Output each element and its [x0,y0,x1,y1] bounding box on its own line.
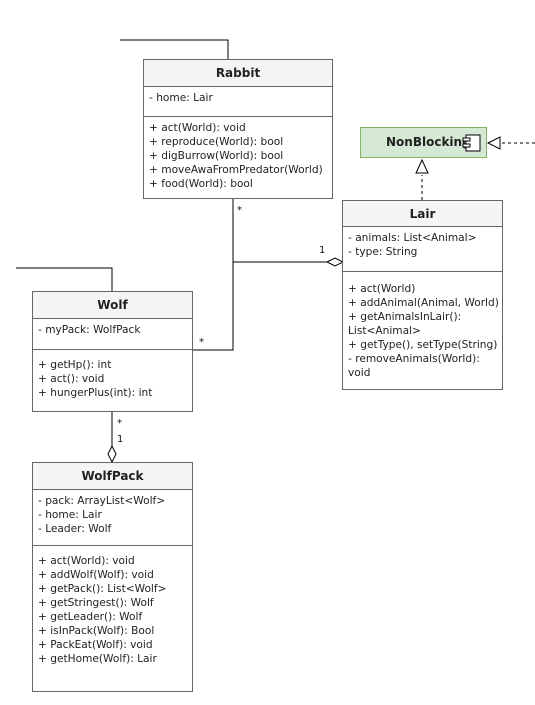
attribute: - myPack: WolfPack [38,324,141,336]
attribute: - home: Lair [38,509,102,521]
rabbit-generalization-line [120,39,229,60]
class-rabbit[interactable]: Rabbit - home: Lair + act(World): void +… [143,59,333,199]
component-nonblocking-name: NonBlocking [386,135,471,149]
attribute: - type: String [348,246,418,258]
class-lair-name: Lair [343,201,502,227]
class-wolfpack-methods: + act(World): void + addWolf(Wolf): void… [33,546,192,666]
method: + addWolf(Wolf): void [38,569,154,581]
lair-realization-arrowhead [415,158,429,174]
multiplicity-wolf-right: * [199,337,204,348]
rabbit-wolf-association-line [193,198,234,351]
lair-aggregation-diamond [325,257,345,267]
method: + moveAwaFromPredator(World) [149,164,323,176]
method: + PackEat(Wolf): void [38,639,153,651]
multiplicity-wolf-bottom: * [117,418,122,429]
class-wolf-attributes: - myPack: WolfPack [33,319,192,350]
class-lair-methods: + act(World) + addAnimal(Animal, World) … [343,272,502,380]
component-icon [462,134,481,152]
method: + getLeader(): Wolf [38,611,143,623]
method: + food(World): bool [149,178,253,190]
method: + addAnimal(Animal, World) [348,297,499,309]
method: + act(): void [38,373,105,385]
class-wolfpack-attributes: - pack: ArrayList<Wolf> - home: Lair - L… [33,490,192,546]
class-wolf-methods: + getHp(): int + act(): void + hungerPlu… [33,350,192,400]
method: + getHp(): int [38,359,112,371]
method: + isInPack(Wolf): Bool [38,625,155,637]
attribute: - animals: List<Animal> [348,232,477,244]
attribute: - Leader: Wolf [38,523,112,535]
method: - removeAnimals(World): void [348,353,480,379]
method: + act(World) [348,283,416,295]
class-lair[interactable]: Lair - animals: List<Animal> - type: Str… [342,200,503,390]
method: + getType(), setType(String) [348,339,498,351]
class-rabbit-name: Rabbit [144,60,332,87]
method: + getPack(): List<Wolf> [38,583,167,595]
wolf-generalization-line [16,267,113,292]
class-wolfpack-name: WolfPack [33,463,192,490]
method: + getStringest(): Wolf [38,597,154,609]
method: + act(World): void [38,555,135,567]
class-lair-attributes: - animals: List<Animal> - type: String [343,227,502,272]
method: + reproduce(World): bool [149,136,284,148]
method: + act(World): void [149,122,246,134]
attribute: - pack: ArrayList<Wolf> [38,495,166,507]
external-realization-arrowhead [486,136,501,150]
class-rabbit-attributes: - home: Lair [144,87,332,117]
multiplicity-rabbit: * [237,205,242,216]
class-wolf[interactable]: Wolf - myPack: WolfPack + getHp(): int +… [32,291,193,412]
multiplicity-wolfpack: 1 [117,434,124,445]
component-nonblocking[interactable]: NonBlocking [360,127,487,158]
attribute: - home: Lair [149,92,213,104]
method: + hungerPlus(int): int [38,387,153,399]
method: + getAnimalsInLair(): List<Animal> [348,311,462,337]
class-wolf-name: Wolf [33,292,192,319]
wolfpack-aggregation-diamond [107,444,117,464]
method: + digBurrow(World): bool [149,150,284,162]
class-rabbit-methods: + act(World): void + reproduce(World): b… [144,117,332,191]
class-wolfpack[interactable]: WolfPack - pack: ArrayList<Wolf> - home:… [32,462,193,692]
multiplicity-lair: 1 [319,245,326,256]
method: + getHome(Wolf): Lair [38,653,157,665]
